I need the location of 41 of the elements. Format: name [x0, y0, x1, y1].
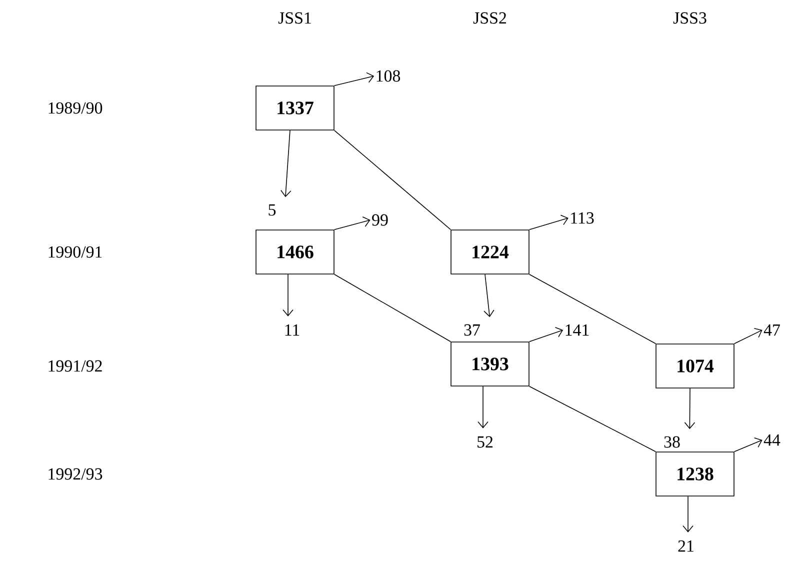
count-number: 108 — [376, 70, 400, 82]
count-number: 99 — [372, 214, 388, 226]
row-label: 1992/93 — [48, 468, 102, 480]
arrow — [529, 214, 568, 230]
arrow — [529, 327, 564, 342]
count-box: 1224 — [450, 230, 530, 274]
count-box: 1074 — [656, 344, 734, 388]
connector-line — [334, 130, 451, 230]
count-number: 52 — [478, 436, 493, 448]
count-number: 11 — [285, 324, 300, 336]
row-label: 1990/91 — [48, 246, 102, 258]
column-header: JSS3 — [673, 12, 706, 24]
connector-line — [529, 274, 656, 344]
count-number: 47 — [764, 324, 780, 336]
arrow — [734, 438, 762, 452]
row-label: 1989/90 — [48, 102, 102, 114]
connector-line — [529, 386, 656, 452]
arrow — [484, 274, 494, 318]
row-label: 1991/92 — [48, 360, 102, 372]
arrow — [478, 386, 488, 428]
arrow — [334, 216, 370, 230]
column-header: JSS1 — [278, 12, 311, 24]
arrow — [684, 388, 696, 430]
count-box: 1238 — [656, 452, 734, 496]
count-number: 38 — [664, 436, 680, 448]
count-number: 37 — [464, 324, 480, 336]
arrow — [280, 130, 292, 198]
count-number: 21 — [678, 540, 694, 552]
arrow — [334, 72, 374, 86]
count-box: 1466 — [256, 230, 334, 274]
count-number: 44 — [764, 434, 780, 446]
count-box: 1337 — [256, 86, 334, 130]
count-number: 113 — [571, 212, 594, 224]
count-box: 1393 — [450, 342, 530, 386]
arrow — [282, 274, 294, 316]
arrow — [734, 328, 762, 344]
connector-line — [334, 274, 451, 342]
arrow — [682, 496, 694, 532]
column-header: JSS2 — [473, 12, 506, 24]
count-number: 141 — [566, 324, 589, 336]
count-number: 5 — [268, 204, 276, 216]
